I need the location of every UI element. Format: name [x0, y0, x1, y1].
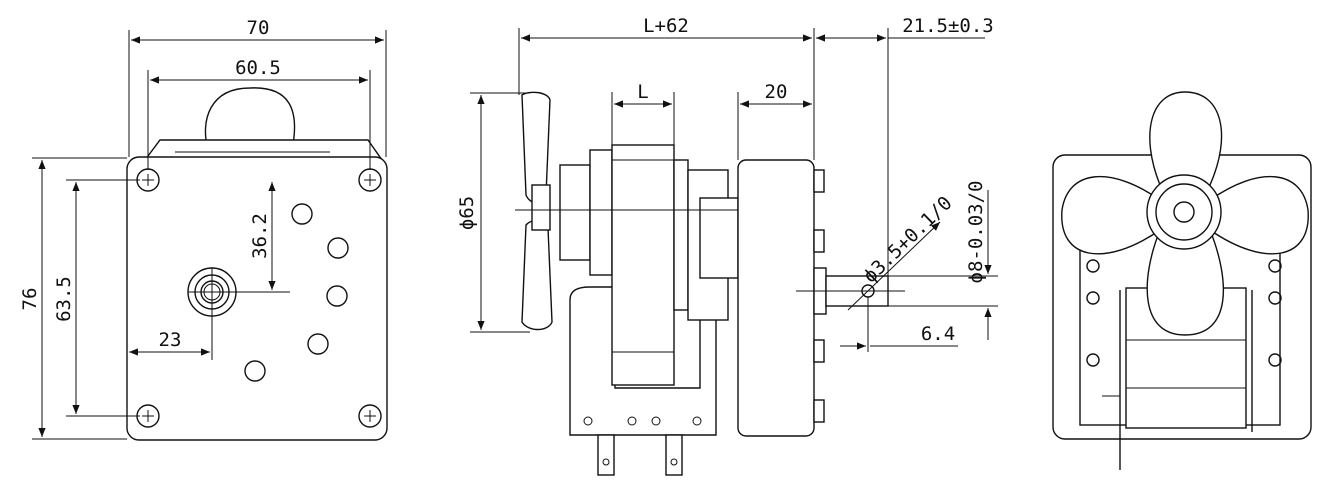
dim-36-2: 36.2 — [249, 182, 276, 290]
dim-23-label: 23 — [159, 329, 182, 351]
mounting-plate — [126, 156, 388, 441]
term-hole-2 — [627, 416, 637, 426]
hole-1 — [291, 203, 313, 225]
screw-br — [358, 404, 382, 428]
rear-hole-r3 — [1268, 353, 1282, 367]
fan-blade-top — [1149, 91, 1223, 186]
side-view: L+62 21.5±0.3 L 20 ϕ65 ϕ3 — [456, 15, 998, 476]
term-hole-4 — [692, 416, 702, 426]
dim-l: L — [611, 81, 675, 145]
screw-br-cross — [364, 410, 376, 422]
gearbox-tab-4 — [813, 399, 825, 423]
dim-phi8: ϕ8-0.03/0 — [888, 181, 998, 340]
fan-hub-mid — [1155, 183, 1213, 241]
dim-76: 76 — [19, 157, 127, 440]
bearing-cap — [559, 164, 591, 261]
fan-hub-outer — [1146, 174, 1222, 250]
dim-36-2-label: 36.2 — [249, 213, 271, 259]
fan-hub — [531, 184, 551, 231]
motor-core — [540, 144, 740, 386]
term-hole-1 — [583, 416, 593, 426]
rear-view — [1052, 91, 1312, 470]
dim-6-4: 6.4 — [840, 297, 958, 352]
rear-hole-r1 — [1268, 259, 1282, 273]
dim-phi3-5-label: ϕ3.5+0.1/0 — [859, 192, 957, 287]
dim-70-label: 70 — [247, 17, 270, 39]
dim-l-plus-62: L+62 — [518, 15, 815, 160]
fan-blade-right — [1209, 176, 1309, 255]
hole-3 — [326, 285, 348, 307]
gearbox-tab-2 — [813, 229, 825, 253]
plate-holes — [244, 203, 349, 382]
terminal-pin-2 — [665, 434, 683, 476]
dim-23: 23 — [129, 300, 213, 360]
dim-phi65: ϕ65 — [456, 92, 530, 333]
term-hole-3 — [651, 416, 661, 426]
hole-5 — [244, 360, 266, 382]
front-view: 70 60.5 76 63.5 23 36.2 — [19, 17, 388, 441]
core-back — [673, 159, 689, 311]
dim-60-5-label: 60.5 — [235, 57, 281, 79]
dim-20-label: 20 — [765, 81, 788, 103]
dim-60-5: 60.5 — [147, 57, 371, 170]
screw-tr-cross — [364, 174, 376, 186]
terminal-pin-1-hole — [602, 458, 610, 466]
dim-63-5-label: 63.5 — [53, 276, 75, 322]
hole-4 — [307, 333, 329, 355]
screw-tl-cross — [142, 174, 154, 186]
gearbox-tab-1 — [813, 169, 825, 193]
dim-21-5-label: 21.5±0.3 — [902, 15, 994, 37]
rear-hole-l3 — [1086, 353, 1100, 367]
terminal-box — [569, 286, 717, 476]
gearbox — [737, 159, 905, 437]
fan-hub-center — [1173, 201, 1195, 223]
dim-6-4-label: 6.4 — [921, 323, 955, 345]
dim-l-plus-62-label: L+62 — [643, 15, 689, 37]
fan-side — [515, 91, 620, 331]
rear-fan — [1061, 91, 1309, 336]
dim-phi65-label: ϕ65 — [456, 196, 478, 230]
terminal-pin-2-hole — [670, 458, 678, 466]
dim-63-5: 63.5 — [53, 179, 140, 417]
rear-hole-r2 — [1268, 291, 1282, 305]
dim-21-5: 21.5±0.3 — [816, 15, 994, 276]
gearbox-tab-3 — [813, 339, 825, 363]
dim-20: 20 — [737, 81, 812, 160]
dim-phi8-label: ϕ8-0.03/0 — [965, 181, 987, 284]
stator-stack — [611, 144, 675, 386]
fan-blade-bottom — [1146, 229, 1225, 336]
fan-blade-top — [204, 87, 296, 151]
fan-blade-left — [1061, 176, 1161, 255]
dim-l-label: L — [637, 81, 648, 103]
dim-70: 70 — [128, 17, 387, 157]
rear-hole-l2 — [1086, 291, 1100, 305]
dim-76-label: 76 — [19, 288, 41, 311]
fan-blade-lower — [521, 220, 553, 331]
hole-2 — [327, 237, 349, 259]
terminal-pin-1 — [597, 434, 615, 476]
rear-hole-l1 — [1086, 259, 1100, 273]
core-flange — [589, 149, 613, 276]
gearbox-housing — [737, 159, 815, 437]
screw-bl-cross — [142, 410, 154, 422]
